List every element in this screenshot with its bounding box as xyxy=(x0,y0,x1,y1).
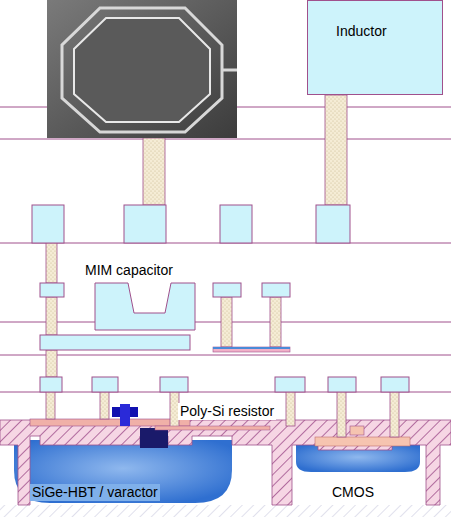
via xyxy=(286,392,295,426)
via xyxy=(46,243,57,283)
base-layer xyxy=(30,419,190,426)
metal-pad xyxy=(124,205,166,243)
coil-inner xyxy=(74,18,210,122)
sem-photo xyxy=(47,0,237,138)
emitter-contact xyxy=(120,404,130,426)
metal-pad xyxy=(328,377,356,392)
gate xyxy=(350,426,364,435)
thin-film-top xyxy=(213,347,290,349)
metal-pad xyxy=(92,377,118,392)
coil-lead xyxy=(222,69,237,72)
via xyxy=(221,297,232,347)
node-text: Inductor xyxy=(336,23,442,40)
metal-pad xyxy=(316,205,350,243)
metal-plate xyxy=(40,335,190,350)
metal xyxy=(32,205,409,392)
hbt-well xyxy=(14,440,232,503)
metal-pad xyxy=(381,377,409,392)
metal-pad xyxy=(160,377,188,392)
metal-pad xyxy=(262,283,290,297)
layer-line xyxy=(0,139,451,140)
cmos-label: CMOS xyxy=(330,484,376,501)
via xyxy=(325,95,347,205)
via xyxy=(46,350,57,377)
via xyxy=(100,392,109,419)
thin-film-resistor xyxy=(213,347,290,352)
metal-pad xyxy=(220,205,252,243)
inductor-box: Inductor xyxy=(307,0,443,95)
collector-plug xyxy=(140,428,168,448)
metal-pad xyxy=(213,283,241,297)
via xyxy=(270,297,281,347)
metal-pad xyxy=(32,205,64,243)
metal-pad xyxy=(40,283,64,297)
via xyxy=(46,392,55,419)
via xyxy=(46,297,57,335)
mim-label: MIM capacitor xyxy=(83,262,175,279)
cmos-channel xyxy=(315,437,410,446)
photo-ground xyxy=(47,0,237,138)
metal-pad xyxy=(40,377,62,392)
poly-resistor xyxy=(155,426,270,430)
coil-outer xyxy=(62,8,222,132)
hbt-label: SiGe-HBT / varactor xyxy=(30,484,160,501)
resistor-label: Poly-Si resistor xyxy=(178,403,276,420)
mim-capacitor xyxy=(95,283,195,330)
vias xyxy=(46,95,399,437)
isolation-layer xyxy=(0,420,451,505)
via xyxy=(143,138,165,205)
via xyxy=(337,392,346,437)
layer-line xyxy=(0,355,451,356)
metal-pad xyxy=(275,377,305,392)
layer-lines xyxy=(0,107,451,392)
via xyxy=(390,392,399,437)
substrate-hatch xyxy=(0,505,451,517)
